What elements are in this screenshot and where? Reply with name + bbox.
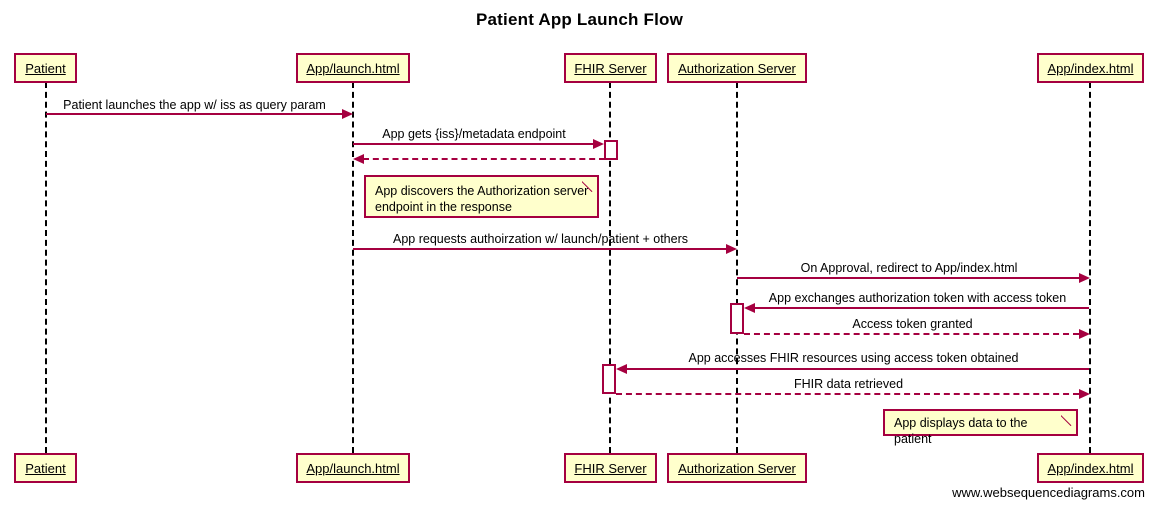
message-arrowhead-2 (593, 139, 604, 149)
actor-foot-patient-label: Patient (25, 461, 66, 476)
message-arrowhead-3 (353, 154, 364, 164)
actor-head-fhir[interactable]: FHIR Server (564, 53, 657, 83)
message-line-9 (616, 393, 1079, 395)
actor-foot-launch-label: App/launch.html (306, 461, 400, 476)
message-label-9: FHIR data retrieved (793, 377, 904, 391)
message-label-8: App accesses FHIR resources using access… (688, 351, 1019, 365)
message-label-4: App requests authoirzation w/ launch/pat… (393, 232, 688, 246)
message-line-4 (353, 248, 726, 250)
message-line-8 (627, 368, 1089, 370)
message-line-5 (737, 277, 1079, 279)
message-arrowhead-6 (744, 303, 755, 313)
message-label-6: App exchanges authorization token with a… (768, 291, 1067, 305)
actor-head-index-label: App/index.html (1047, 61, 1134, 76)
actor-head-launch-label: App/launch.html (306, 61, 400, 76)
message-label-7: Access token granted (852, 317, 973, 331)
note-fold-edge-icon (582, 177, 597, 192)
message-arrowhead-7 (1079, 329, 1090, 339)
lifeline-auth (736, 82, 738, 453)
actor-foot-fhir[interactable]: FHIR Server (564, 453, 657, 483)
note-display-data: App displays data to the patient (883, 409, 1078, 446)
note-auth-discovery-line1: App discovers the Authorization server (375, 184, 589, 198)
message-arrowhead-5 (1079, 273, 1090, 283)
actor-foot-index[interactable]: App/index.html (1037, 453, 1144, 483)
actor-head-patient[interactable]: Patient (14, 53, 77, 83)
actor-foot-patient[interactable]: Patient (14, 453, 77, 483)
note-fold-edge-icon (1061, 411, 1076, 426)
message-label-5: On Approval, redirect to App/index.html (800, 261, 1018, 275)
actor-head-launch[interactable]: App/launch.html (296, 53, 410, 83)
page-title: Patient App Launch Flow (475, 10, 684, 29)
lifeline-patient (45, 82, 47, 453)
actor-head-fhir-label: FHIR Server (574, 61, 647, 76)
message-line-2 (353, 143, 593, 145)
actor-head-patient-label: Patient (25, 61, 66, 76)
message-label-2: App gets {iss}/metadata endpoint (382, 127, 566, 141)
lifeline-launch (352, 82, 354, 453)
note-auth-discovery: App discovers the Authorization server e… (364, 175, 599, 218)
note-display-data-line1: App displays data to the patient (894, 416, 1028, 446)
message-line-7 (744, 333, 1079, 335)
lifeline-fhir (609, 82, 611, 453)
activation-fhir-resources (602, 364, 616, 394)
actor-foot-launch[interactable]: App/launch.html (296, 453, 410, 483)
activation-fhir-metadata (604, 140, 618, 160)
footer-watermark: www.websequencediagrams.com (952, 485, 1145, 500)
message-line-1 (46, 113, 342, 115)
message-line-3 (363, 158, 605, 160)
activation-auth-token-exchange (730, 303, 744, 334)
actor-head-index[interactable]: App/index.html (1037, 53, 1144, 83)
message-arrowhead-1 (342, 109, 353, 119)
actor-foot-fhir-label: FHIR Server (574, 461, 647, 476)
message-arrowhead-4 (726, 244, 737, 254)
actor-foot-auth[interactable]: Authorization Server (667, 453, 807, 483)
message-label-1: Patient launches the app w/ iss as query… (63, 98, 326, 112)
actor-foot-index-label: App/index.html (1047, 461, 1134, 476)
message-arrowhead-9 (1079, 389, 1090, 399)
actor-head-auth-label: Authorization Server (678, 61, 796, 76)
message-line-6 (755, 307, 1089, 309)
note-auth-discovery-line2: endpoint in the response (375, 200, 512, 214)
message-arrowhead-8 (616, 364, 627, 374)
lifeline-index (1089, 82, 1091, 453)
actor-foot-auth-label: Authorization Server (678, 461, 796, 476)
actor-head-auth[interactable]: Authorization Server (667, 53, 807, 83)
